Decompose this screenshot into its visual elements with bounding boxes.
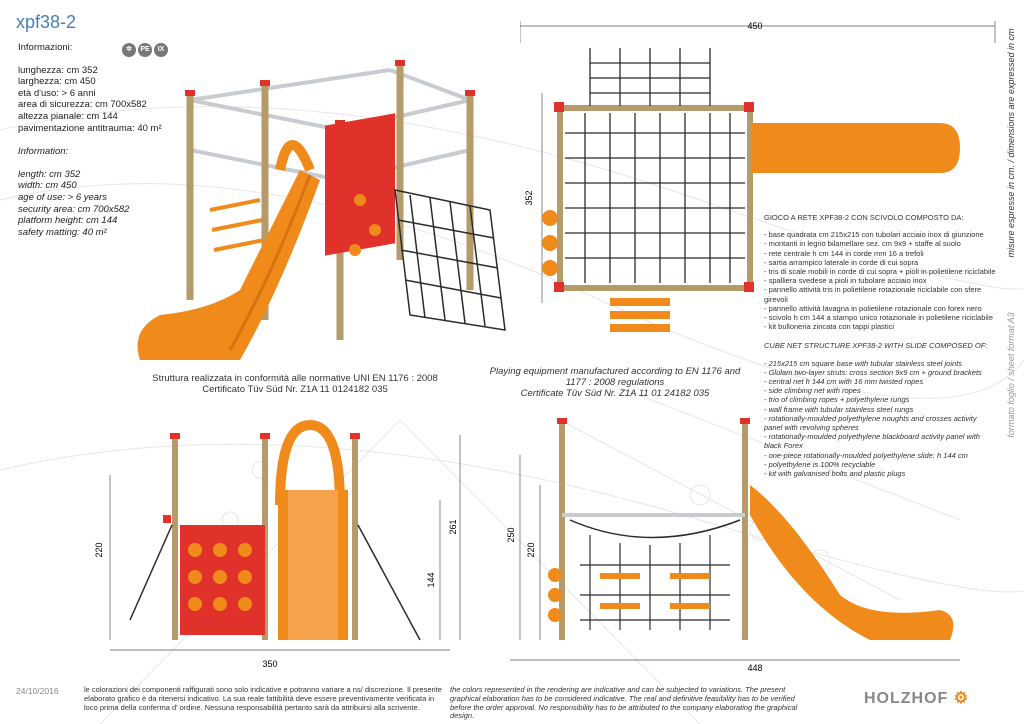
info-en-line: length: cm 352 bbox=[18, 168, 81, 180]
info-block: Informazioni: lunghezza: cm 352 larghezz… bbox=[18, 42, 162, 238]
desc-it-item: - montanti in legno bilamellare sez. cm … bbox=[764, 239, 961, 249]
desc-it-item: - tris di scale mobili in corde di cui s… bbox=[764, 267, 996, 277]
desc-it-item: - pannello attività lavagna in polietile… bbox=[764, 303, 982, 313]
page-title: xpf38-2 bbox=[16, 12, 77, 32]
perspective-view bbox=[137, 60, 506, 360]
dim-side-250: 250 bbox=[506, 527, 516, 542]
front-view: 220 261 144 350 bbox=[94, 419, 461, 669]
info-it-line: larghezza: cm 450 bbox=[18, 76, 96, 88]
info-en-line: platform height: cm 144 bbox=[18, 215, 118, 227]
info-it-heading: Informazioni: bbox=[18, 42, 73, 53]
cert-it-line: Certificato Tüv Süd Nr. Z1A 11 0124182 0… bbox=[202, 384, 388, 395]
dim-front-350: 350 bbox=[262, 659, 277, 669]
info-en-line: security area: cm 700x582 bbox=[18, 203, 130, 215]
info-en-line: safety matting: 40 m² bbox=[18, 226, 107, 238]
info-en-line: width: cm 450 bbox=[18, 180, 77, 192]
cert-en-line: Playing equipment manufactured according… bbox=[489, 366, 741, 377]
dim-front-220: 220 bbox=[94, 542, 104, 557]
ix-badge: IX bbox=[154, 43, 168, 57]
desc-en-heading: CUBE NET STRUCTURE XPF38-2 WITH SLIDE CO… bbox=[764, 341, 988, 351]
desc-en-item: - side climbing net with ropes bbox=[764, 386, 861, 396]
dim-front-144: 144 bbox=[426, 572, 436, 587]
info-en-heading: Information: bbox=[18, 146, 69, 158]
desc-en-item: - rotationally-moulded polyethylene noug… bbox=[764, 413, 977, 433]
footer-note-it: le colorazioni dei componenti raffigurat… bbox=[84, 685, 442, 712]
cert-en-line: 1177 : 2008 regulations bbox=[565, 377, 665, 388]
desc-en-item: - 215x215 cm square base with tubular st… bbox=[764, 358, 963, 368]
info-it-line: pavimentazione antitrauma: 40 m² bbox=[18, 122, 162, 134]
desc-en-item: - wall frame with tubular stainless stee… bbox=[764, 404, 914, 414]
certification-en: Playing equipment manufactured according… bbox=[470, 366, 760, 399]
info-it-line: altezza pianale: cm 144 bbox=[18, 110, 118, 122]
certification-it: Struttura realizzata in conformità alle … bbox=[130, 373, 460, 395]
desc-it-item: - scivolo h cm 144 a stampo unico rotazi… bbox=[764, 313, 993, 323]
dim-top-depth: 352 bbox=[524, 190, 534, 205]
snowflake-icon: ✲ bbox=[122, 43, 136, 57]
vertical-note-units-text: misure espresse in cm. / dimensions are … bbox=[1006, 28, 1016, 258]
vertical-note-units: misure espresse in cm. / dimensions are … bbox=[1001, 8, 1021, 278]
desc-it-item: - base quadrata cm 215x215 con tubolari … bbox=[764, 230, 984, 240]
desc-it-item: - sartia arrampico laterale in corde di … bbox=[764, 257, 919, 267]
footer-note-en: the colors represented in the rendering … bbox=[450, 685, 798, 721]
info-it-line: età d'uso: > 6 anni bbox=[18, 87, 96, 99]
info-en-line: age of use: > 6 years bbox=[18, 191, 107, 203]
desc-en-item: - Glulam two-layer struts: cross section… bbox=[764, 367, 982, 377]
desc-en-item: - polyethylene is 100% recyclable bbox=[764, 459, 876, 469]
desc-en-item: - central net h 144 cm with 16 mm twiste… bbox=[764, 377, 924, 387]
footer-date: 24/10/2016 bbox=[16, 686, 59, 696]
desc-it-item: - kit bulloneria zincata con tappi plast… bbox=[764, 322, 895, 332]
desc-it-item: - pannello attività tris in polietilene … bbox=[764, 285, 982, 304]
vertical-note-format-text: formato foglio / sheet format A3 bbox=[1006, 312, 1016, 438]
cert-it-line: Struttura realizzata in conformità alle … bbox=[152, 373, 438, 384]
info-it-line: area di sicurezza: cm 700x582 bbox=[18, 99, 147, 111]
desc-en-item: - one-piece rotationally-moulded polyeth… bbox=[764, 450, 968, 460]
desc-it-item: - spalliera svedese a pioli in tubolare … bbox=[764, 276, 927, 286]
top-view: 450 352 bbox=[520, 21, 996, 332]
pe-badge: PE bbox=[138, 43, 152, 57]
cert-en-line: Certificate Tüv Süd Nr. Z1A 11 01 24182 … bbox=[520, 388, 710, 399]
description-block: GIOCO A RETE XPF38-2 CON SCIVOLO COMPOST… bbox=[764, 213, 996, 478]
logo-text: HOLZHOF bbox=[864, 690, 949, 707]
dim-side-448: 448 bbox=[747, 663, 762, 673]
desc-en-item: - kit with galvanised bolts and plastic … bbox=[764, 469, 906, 479]
desc-it-heading: GIOCO A RETE XPF38-2 CON SCIVOLO COMPOST… bbox=[764, 213, 964, 222]
desc-en-item: - trio of climbing ropes + polyethylene … bbox=[764, 395, 910, 405]
gear-icon: ⚙ bbox=[953, 690, 970, 707]
info-it-line: lunghezza: cm 352 bbox=[18, 64, 98, 76]
side-view: 250 220 448 bbox=[506, 418, 960, 673]
dim-front-261: 261 bbox=[448, 519, 458, 534]
dim-top-width: 450 bbox=[747, 21, 762, 31]
vertical-note-format: formato foglio / sheet format A3 bbox=[1001, 280, 1021, 470]
dim-side-220: 220 bbox=[526, 542, 536, 557]
desc-it-item: - rete centrale h cm 144 in corde mm 16 … bbox=[764, 248, 924, 258]
brand-logo: HOLZHOF ⚙ bbox=[864, 688, 969, 708]
desc-en-item: - rotationally-moulded polyethylene blac… bbox=[764, 432, 980, 451]
